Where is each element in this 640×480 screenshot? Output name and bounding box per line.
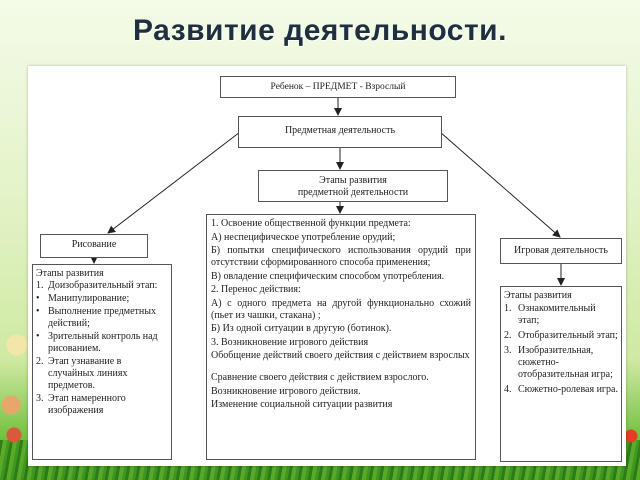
main-item: В) овладение специфическим способом упот… xyxy=(211,270,445,282)
list-text: Этап узнавание в случайных линиях предме… xyxy=(48,356,128,391)
main-item: Обобщение действий своего действия с дей… xyxy=(211,350,470,361)
list-item: • Манипулирование; xyxy=(36,293,168,305)
drawing-box: Рисование xyxy=(40,234,148,258)
list-marker: 4. xyxy=(504,384,512,395)
play-activity-box: Игровая деятельность xyxy=(500,238,622,264)
list-marker: • xyxy=(36,306,40,317)
child-subject-adult-box: Ребенок – ПРЕДМЕТ - Взрослый xyxy=(220,76,456,98)
stages-header-line1: Этапы развития xyxy=(319,175,387,186)
list-item: 4. Сюжетно-ролевая игра. xyxy=(504,384,618,396)
diagram-arrows xyxy=(90,98,565,286)
main-item: 3. Возникновение игрового действия xyxy=(211,336,369,348)
diagram-panel: Ребенок – ПРЕДМЕТ - Взрослый Предметная … xyxy=(28,66,626,466)
list-marker: 3. xyxy=(36,393,44,404)
list-text: Доизобразительный этап: xyxy=(48,280,158,291)
play-stages-title: Этапы развития xyxy=(504,290,572,301)
play-stages-list: 1. Ознакомительный этап; 2. Отобразительны… xyxy=(504,303,618,396)
list-marker: • xyxy=(36,293,40,304)
list-item: 1. Доизобразительный этап: xyxy=(36,280,168,292)
subject-activity-box: Предметная деятельность xyxy=(238,116,442,148)
arrow-subject-to-drawing xyxy=(107,131,241,234)
main-tail-item: Возникновение игрового действия. xyxy=(211,385,361,397)
play-stages-box: Этапы развития 1. Ознакомительный этап; 2… xyxy=(500,286,622,462)
main-item: 1. Освоение общественной функции предмет… xyxy=(211,218,411,229)
list-item: • Зрительный контроль над рисованием. xyxy=(36,331,168,355)
list-text: Манипулирование; xyxy=(48,293,130,304)
arrow-subject-to-play xyxy=(439,131,561,238)
child-subject-adult-label: Ребенок – ПРЕДМЕТ - Взрослый xyxy=(270,82,406,92)
main-item: А) неспецифическое употребление орудий; xyxy=(211,231,396,243)
list-marker: 1. xyxy=(504,303,512,314)
list-item: 1. Ознакомительный этап; xyxy=(504,303,618,327)
list-item: 2. Этап узнавание в случайных линиях пред… xyxy=(36,356,168,392)
main-item: 2. Перенос действия: xyxy=(211,284,301,295)
list-text: Изобразительная, сюжетно-отобразительная… xyxy=(518,345,613,380)
play-activity-label: Игровая деятельность xyxy=(514,245,608,256)
list-item: 3. Этап намеренного изображения xyxy=(36,393,168,417)
subject-activity-label: Предметная деятельность xyxy=(284,125,396,136)
list-text: Выполнение предметных действий; xyxy=(48,306,156,329)
list-marker: 2. xyxy=(504,330,512,341)
subject-stages-header-box: Этапы развития предметной деятельности xyxy=(258,170,448,202)
list-text: Зрительный контроль над рисованием. xyxy=(48,331,158,354)
main-tail-item: Изменение социальной ситуации развития xyxy=(211,399,393,410)
drawing-stages-list: 1. Доизобразительный этап: • Манипулирован… xyxy=(36,280,168,417)
list-text: Этап намеренного изображения xyxy=(48,393,126,416)
main-tail-item: Сравнение своего действия с действием вз… xyxy=(211,372,429,383)
list-text: Сюжетно-ролевая игра. xyxy=(518,384,618,395)
list-text: Ознакомительный этап; xyxy=(518,303,596,326)
list-marker: 3. xyxy=(504,345,512,356)
list-item: 2. Отобразительный этап; xyxy=(504,330,618,342)
list-item: • Выполнение предметных действий; xyxy=(36,306,168,330)
drawing-stages-box: Этапы развития 1. Доизобразительный этап:… xyxy=(32,264,172,460)
drawing-label: Рисование xyxy=(71,239,117,250)
subject-stages-content-box: 1. Освоение общественной функции предмет… xyxy=(206,214,476,460)
list-text: Отобразительный этап; xyxy=(518,330,618,341)
main-item: Б) Из одной ситуации в другую (ботинок). xyxy=(211,323,392,334)
list-item: 3. Изобразительная, сюжетно-отобразительн… xyxy=(504,345,618,381)
drawing-stages-title: Этапы развития xyxy=(36,268,104,279)
slide-title: Развитие деятельности. xyxy=(133,14,507,47)
main-item: Б) попытки специфического использования … xyxy=(211,245,471,268)
list-marker: 2. xyxy=(36,356,44,367)
list-marker: 1. xyxy=(36,280,44,291)
list-marker: • xyxy=(36,331,40,342)
flower-decoration xyxy=(622,420,640,460)
main-item: А) с одного предмета на другой функциона… xyxy=(211,297,471,321)
stages-header-line2: предметной деятельности xyxy=(297,187,409,198)
toy-decoration xyxy=(0,300,28,450)
